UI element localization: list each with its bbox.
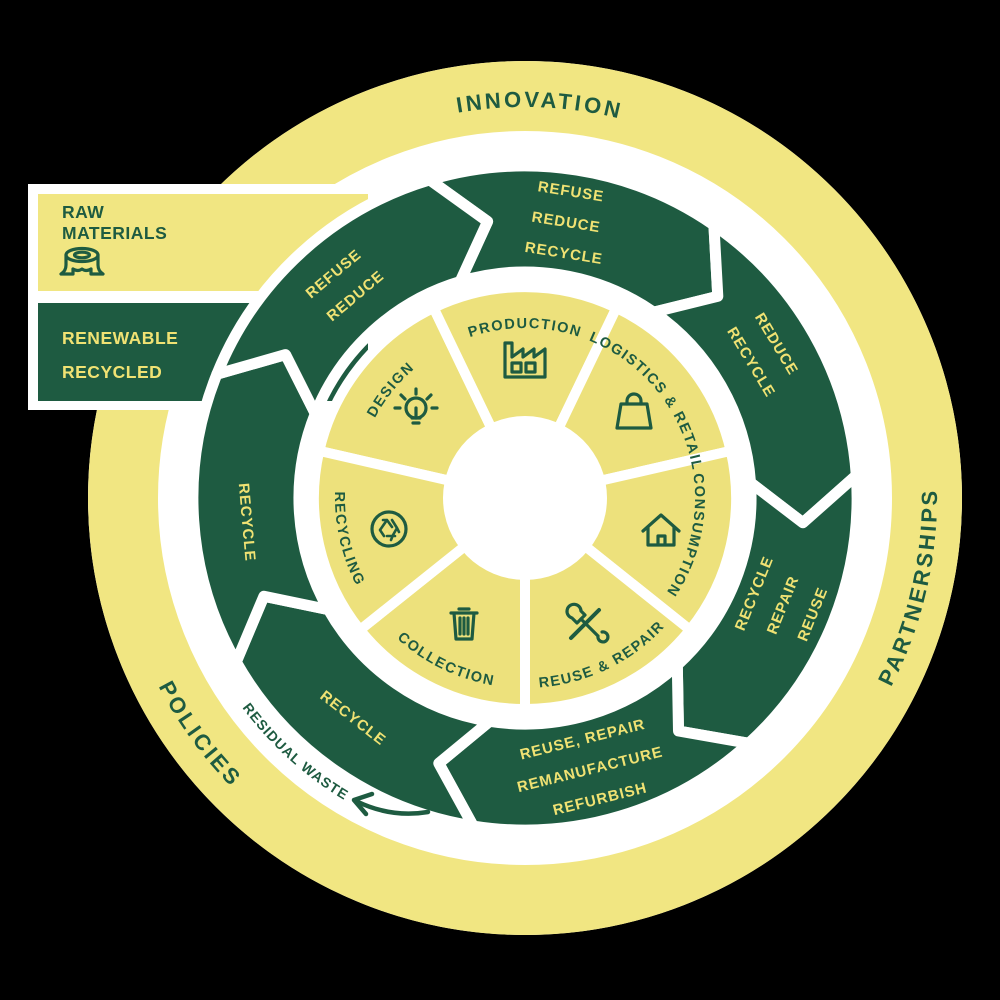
factory-icon [503, 341, 547, 379]
trash-bin-icon [449, 607, 479, 641]
flow-ring [187, 160, 863, 836]
raw-materials-line2: MATERIALS [62, 223, 167, 243]
renewable-line2: RECYCLED [62, 362, 162, 382]
raw-materials-line1: RAW [62, 202, 104, 222]
shopping-bag-icon [615, 392, 653, 430]
raw-materials-label: RAW MATERIALS [62, 202, 167, 243]
tree-stump-icon [59, 246, 105, 276]
house-icon [641, 513, 681, 547]
lightbulb-icon [393, 387, 439, 425]
outer-ring [88, 61, 962, 935]
curved-exit-arrow [355, 799, 431, 816]
flow-label-left: RECYCLE [235, 482, 259, 562]
flow-label-top: REFUSE REDUCE RECYCLE [524, 178, 614, 268]
flow-segment-upper-left [211, 174, 494, 420]
tools-icon [565, 602, 610, 644]
curved-exit-arrow-head [351, 791, 375, 817]
recycle-icon [370, 510, 408, 548]
wheel-hub [443, 416, 607, 580]
renewable-line1: RENEWABLE [62, 328, 178, 348]
stage-icons [370, 341, 681, 644]
renewable-label: RENEWABLE RECYCLED [62, 328, 184, 382]
